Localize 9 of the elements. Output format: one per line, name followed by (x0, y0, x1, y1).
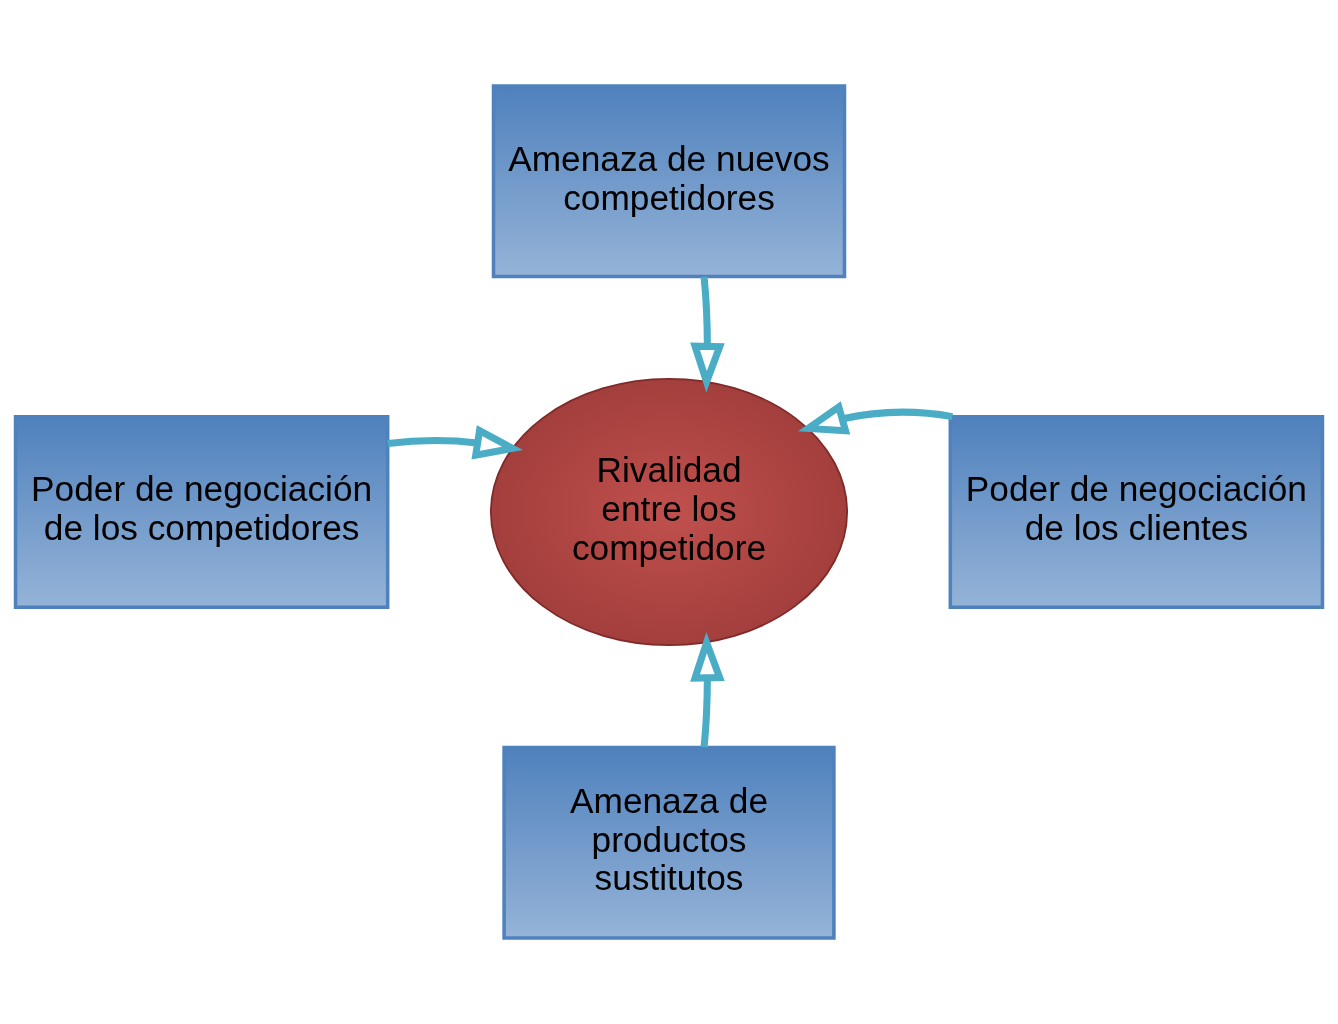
arrow (797, 401, 953, 435)
arrow (690, 631, 725, 748)
arrow (387, 425, 524, 460)
node-box: Poder de negociación de los competidores (13, 415, 390, 609)
arrow (690, 276, 725, 393)
node-ellipse: Rivalidad entre los competidore (490, 377, 848, 647)
node-box: Amenaza de productos sustitutos (502, 745, 836, 940)
node-box: Poder de negociación de los clientes (948, 415, 1325, 609)
node-box: Amenaza de nuevos competidores (491, 84, 847, 279)
